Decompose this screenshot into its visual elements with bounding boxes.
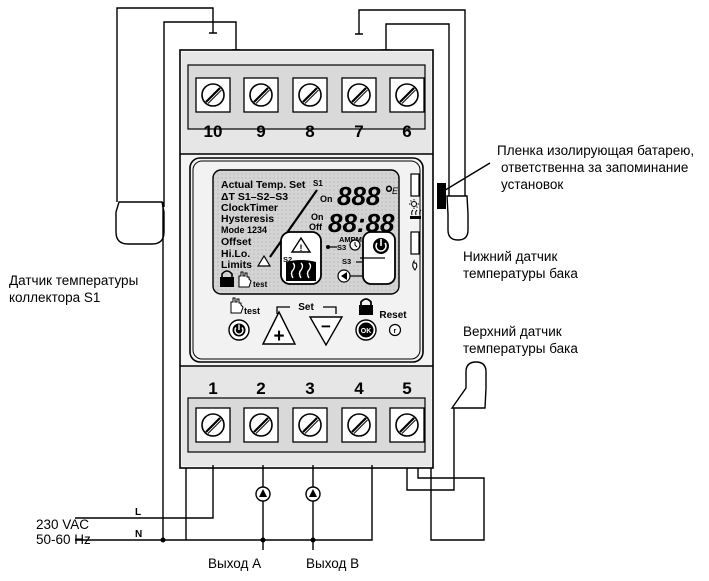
output-a-pump-icon [255, 486, 271, 502]
top-terminal-screw-8[interactable] [292, 77, 328, 113]
battery-film-label: Пленка изолирующая батарею, ответственна… [497, 143, 695, 192]
top-terminal-screw-7[interactable] [341, 77, 377, 113]
line-l-label: L [135, 507, 141, 518]
bottom-terminal-screw-4[interactable] [341, 407, 377, 443]
lcd-clock-timer: ClockTimer [221, 202, 278, 214]
output-b-label: Выход В [306, 556, 360, 571]
bottom-terminal-screw-3[interactable] [292, 407, 328, 443]
lcd-on-upper: On [320, 194, 333, 204]
lcd-delta-t: ΔT S1–S2–S3 [221, 191, 288, 203]
top-terminal-number-9: 9 [256, 122, 265, 141]
top-terminal-block: 10 9 8 7 6 [195, 77, 425, 141]
lcd-degree: ° [385, 183, 393, 205]
bottom-terminal-number-2: 2 [256, 379, 265, 398]
lcd-s3-upper: S3 [337, 243, 346, 252]
reset-button[interactable]: r [388, 323, 402, 337]
lcd-offset: Offset [221, 236, 252, 248]
test-button-label: test [244, 306, 260, 316]
top-terminal-number-10: 10 [204, 122, 223, 141]
bottom-terminal-number-1: 1 [208, 379, 217, 398]
top-terminal-number-6: 6 [402, 122, 411, 141]
reset-label: Reset [379, 310, 407, 321]
bottom-terminal-block: 1 2 3 4 5 [195, 379, 425, 443]
bottom-terminal-number-3: 3 [305, 379, 314, 398]
top-terminal-screw-6[interactable] [389, 77, 425, 113]
lcd-actual-temp-set: Actual Temp. Set [221, 179, 306, 191]
svg-text:!: ! [300, 243, 303, 253]
upper-tank-sensor-label: Верхний датчик температуры бака [463, 324, 578, 356]
lcd-limits: Limits [221, 259, 252, 271]
heating-wave-icon [410, 209, 422, 219]
output-b-wiring [305, 465, 321, 550]
collector-sensor-cable [115, 7, 240, 245]
lcd-pump-icon [337, 269, 363, 283]
lcd-off-lower: Off [309, 222, 323, 232]
bottom-terminal-screw-2[interactable] [243, 407, 279, 443]
top-terminal-screw-10[interactable] [195, 77, 231, 113]
minus-button[interactable]: − [308, 316, 344, 347]
lcd-temp-digits: 888 [337, 181, 381, 211]
lcd-lock-icon [220, 270, 234, 287]
lcd-clock-icon [349, 239, 361, 251]
lcd-hand-icon [238, 271, 252, 288]
lcd-s3-lower: S3 [342, 257, 351, 266]
top-terminal-screw-9[interactable] [243, 77, 279, 113]
power-button[interactable] [228, 319, 250, 341]
set-bracket [276, 306, 337, 314]
top-terminal-number-8: 8 [305, 122, 314, 141]
output-a-label: Выход А [208, 556, 262, 571]
supply-voltage-label: 230 VAC 50-60 Hz [36, 517, 91, 547]
ok-button[interactable]: OK [355, 319, 377, 341]
test-hand-icon [230, 297, 244, 314]
bottom-terminal-screw-5[interactable] [389, 407, 425, 443]
bottom-terminal-screw-1[interactable] [195, 407, 231, 443]
side-indicator-bars [409, 173, 422, 271]
output-b-pump-icon [305, 486, 321, 502]
battery-film-pointer [437, 162, 491, 209]
lcd-tank-icon [360, 231, 396, 285]
mains-wiring [75, 202, 373, 541]
lcd-collector-warning-icon: ! [280, 231, 322, 285]
lcd-s2-label: S2 [283, 255, 292, 264]
set-label: Set [298, 302, 314, 313]
lcd-up-triangle-icon [256, 254, 272, 267]
plus-button[interactable]: + [261, 310, 297, 347]
top-terminal-number-7: 7 [354, 122, 363, 141]
minus-button-label: − [321, 317, 331, 336]
line-n-label: N [135, 529, 142, 540]
reset-button-symbol: r [394, 328, 397, 335]
lcd-ampm: AMPM [339, 235, 362, 244]
lcd-hysteresis: Hysteresis [221, 213, 274, 225]
ok-button-label: OK [361, 328, 372, 335]
output-a-wiring [255, 465, 271, 550]
bottom-terminal-number-5: 5 [402, 379, 411, 398]
lower-tank-sensor-label: Нижний датчик температуры бака [463, 249, 578, 281]
plus-button-label: + [273, 326, 284, 347]
upper-tank-sensor-cable [406, 361, 487, 541]
lcd-display: Actual Temp. Set S1 ΔT S1–S2–S3 ClockTim… [212, 169, 400, 295]
lcd-hi-lo: Hi.Lo. [221, 248, 250, 260]
lcd-mode: Mode 1234 [221, 225, 267, 235]
lcd-s1-mark: S1 [313, 179, 323, 188]
lcd-on-lower: On [311, 212, 324, 222]
flame-icon [412, 259, 418, 271]
sun-icon [409, 199, 419, 209]
lcd-unit: E [392, 186, 399, 196]
lcd-test-label: test [253, 280, 268, 289]
collector-sensor-label: Датчик температуры коллектора S1 [9, 273, 139, 305]
ok-lock-icon [359, 298, 373, 315]
bottom-terminal-number-4: 4 [354, 379, 364, 398]
